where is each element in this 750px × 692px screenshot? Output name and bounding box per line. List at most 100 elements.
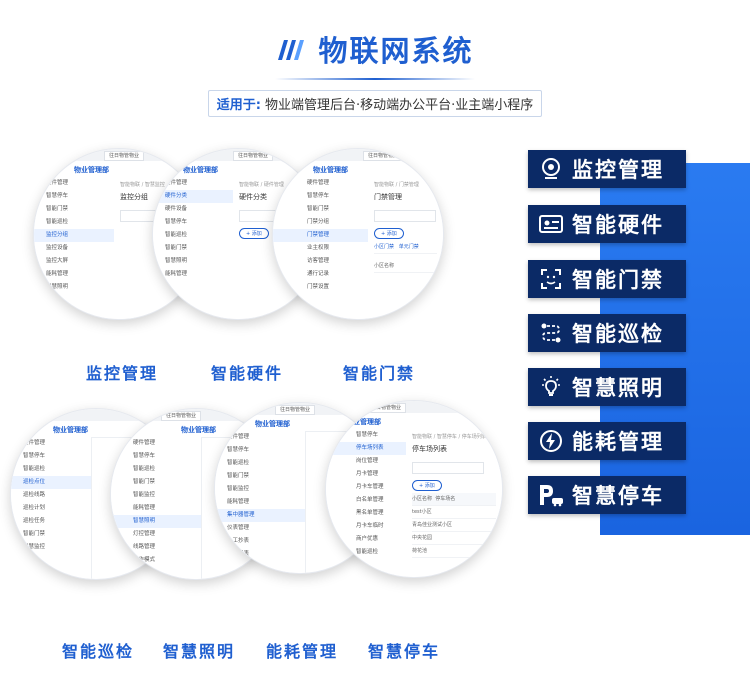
side-item[interactable]: 白名单管理 <box>356 497 384 503</box>
side-item[interactable]: 能耗管理 <box>133 505 156 511</box>
side-item[interactable]: 智能门禁 <box>165 245 188 251</box>
side-item[interactable]: 月卡车临时 <box>356 523 384 529</box>
feature-label: 智能门禁 <box>572 268 664 292</box>
side-item[interactable]: 硬件管理 <box>46 180 69 186</box>
side-item[interactable]: 硬件管理 <box>165 180 188 186</box>
side-item[interactable]: 智能巡检 <box>227 460 250 466</box>
feature-light[interactable]: 智慧照明 <box>528 368 686 406</box>
feature-door[interactable]: 智能门禁 <box>528 260 686 298</box>
side-item[interactable]: 智能监控 <box>133 492 156 498</box>
side-item[interactable]: 能耗管理 <box>46 271 69 277</box>
side-item[interactable]: 硬件管理 <box>133 440 156 446</box>
side-item[interactable]: 智能门禁 <box>133 479 156 485</box>
table-row[interactable]: test小区 <box>412 506 496 519</box>
side-item[interactable]: 智慧停车 <box>46 193 69 199</box>
side-item[interactable]: 智慧停车 <box>133 453 156 459</box>
side-item[interactable]: 巡检线路 <box>23 492 46 498</box>
feature-energy[interactable]: 能耗管理 <box>528 422 686 460</box>
tab-community[interactable]: 小区门禁 <box>374 244 395 250</box>
screen-parking: 往日物管物业 物业管理部 智慧停车 停车场列表 岗位管理 月卡管理 月卡车管理 … <box>325 400 503 578</box>
feature-hardware[interactable]: 智能硬件 <box>528 205 686 243</box>
side-item[interactable]: 工作模式 <box>133 557 156 563</box>
side-item[interactable]: 硬件管理 <box>227 434 250 440</box>
side-item[interactable]: 智能巡检 <box>46 219 69 225</box>
side-item[interactable]: 灯控管理 <box>133 531 156 537</box>
subtitle-text: 物业端管理后台·移动端办公平台·业主端小程序 <box>265 98 534 113</box>
filter-input[interactable] <box>412 462 484 474</box>
side-item[interactable]: 访客管理 <box>307 258 330 264</box>
side-item[interactable]: 硬件管理 <box>307 180 330 186</box>
logo-icon <box>278 40 305 60</box>
side-item[interactable]: 智慧停车 <box>23 453 46 459</box>
side-item[interactable]: 岗位管理 <box>356 458 379 464</box>
side-item[interactable]: 商户优惠 <box>356 536 379 542</box>
side-item[interactable]: 智能门禁 <box>46 206 69 212</box>
side-item[interactable]: 智能巡检 <box>133 466 156 472</box>
side-item[interactable]: 智慧照明 <box>111 515 201 528</box>
feature-parking[interactable]: 智慧停车 <box>528 476 686 514</box>
side-item[interactable]: 智慧照明 <box>165 258 188 264</box>
side-item[interactable]: 巡检任务 <box>23 518 46 524</box>
filter-input[interactable] <box>374 210 436 222</box>
side-item[interactable]: 抄表报表 <box>227 551 250 557</box>
side-item[interactable]: 智能门禁 <box>227 473 250 479</box>
add-button[interactable]: + 添加 <box>239 228 269 239</box>
screen-title: 监控分组 <box>120 193 148 201</box>
tab-unit[interactable]: 单元门禁 <box>398 244 419 250</box>
side-item[interactable]: 智慧停车 <box>165 219 188 225</box>
side-item[interactable]: 智能巡检 <box>165 232 188 238</box>
side-item[interactable]: 智慧停车 <box>356 432 379 438</box>
feature-patrol[interactable]: 智能巡检 <box>528 314 686 352</box>
table-row[interactable]: 青岛佳业测试小区 <box>412 519 496 532</box>
side-item[interactable]: 门禁管理 <box>273 229 368 242</box>
brand: 物业管理部 <box>346 418 381 426</box>
side-item[interactable]: 通行记录 <box>307 271 330 277</box>
tab: 往日物管物业 <box>161 411 202 421</box>
side-item[interactable]: 硬件分类 <box>153 190 233 203</box>
side-item[interactable]: 能耗管理 <box>227 499 250 505</box>
side-item[interactable]: 月卡车管理 <box>356 484 384 490</box>
side-item[interactable]: 停车场列表 <box>326 442 406 455</box>
brand: 物业管理部 <box>181 426 216 434</box>
side-item[interactable]: 监控设备 <box>46 245 69 251</box>
side-item[interactable]: 智能门禁 <box>307 206 330 212</box>
side-item[interactable]: 监控大屏 <box>46 258 69 264</box>
side-item[interactable]: 硬件设备 <box>165 206 188 212</box>
side-item[interactable]: 月卡管理 <box>356 471 379 477</box>
side-item[interactable]: 智慧停车 <box>227 447 250 453</box>
tab: 往日物管物业 <box>366 403 407 413</box>
side-item[interactable]: 线路管理 <box>133 544 156 550</box>
side-item[interactable]: 黑名单管理 <box>356 510 384 516</box>
title-divider <box>275 78 475 80</box>
caption-door: 智能门禁 <box>343 364 416 383</box>
side-item[interactable]: 智能门禁 <box>23 531 46 537</box>
side-item[interactable]: 智能巡检 <box>356 549 379 555</box>
side-item[interactable]: 人工抄表 <box>227 538 250 544</box>
side-item[interactable]: 智慧停车 <box>307 193 330 199</box>
side-item[interactable]: 智能监控 <box>227 486 250 492</box>
subtitle-box: 适用于: 物业端管理后台·移动端办公平台·业主端小程序 <box>207 90 543 117</box>
side-item[interactable]: 巡检计划 <box>23 505 46 511</box>
table-row[interactable]: 荷花池 <box>412 545 496 558</box>
feature-label: 智慧照明 <box>572 376 664 400</box>
add-button[interactable]: + 添加 <box>412 480 442 491</box>
feature-monitor[interactable]: 监控管理 <box>528 150 686 188</box>
side-item[interactable]: 仪表管理 <box>227 525 250 531</box>
side-item[interactable]: 门禁设置 <box>307 284 330 290</box>
caption-energy: 能耗管理 <box>266 642 339 661</box>
add-button[interactable]: + 添加 <box>374 228 404 239</box>
table-row[interactable]: 中央花园 <box>412 532 496 545</box>
screen-door: 往日物管物业 物业管理部 硬件管理 智慧停车 智能门禁 门禁分组 门禁管理 业主… <box>272 148 444 320</box>
side-item[interactable]: 能耗管理 <box>165 271 188 277</box>
feature-label: 智能硬件 <box>572 213 664 237</box>
side-item[interactable]: 智能巡检 <box>23 466 46 472</box>
side-item[interactable]: 巡检点位 <box>11 476 91 489</box>
side-item[interactable]: 集中器管理 <box>215 509 305 522</box>
brand: 物业管理部 <box>53 426 88 434</box>
side-item[interactable]: 智慧监控 <box>23 544 46 550</box>
side-item[interactable]: 门禁分组 <box>307 219 330 225</box>
side-item[interactable]: 智慧照明 <box>46 284 69 290</box>
side-item[interactable]: 硬件管理 <box>23 440 46 446</box>
side-item[interactable]: 监控分组 <box>34 229 114 242</box>
side-item[interactable]: 业主权限 <box>307 245 330 251</box>
